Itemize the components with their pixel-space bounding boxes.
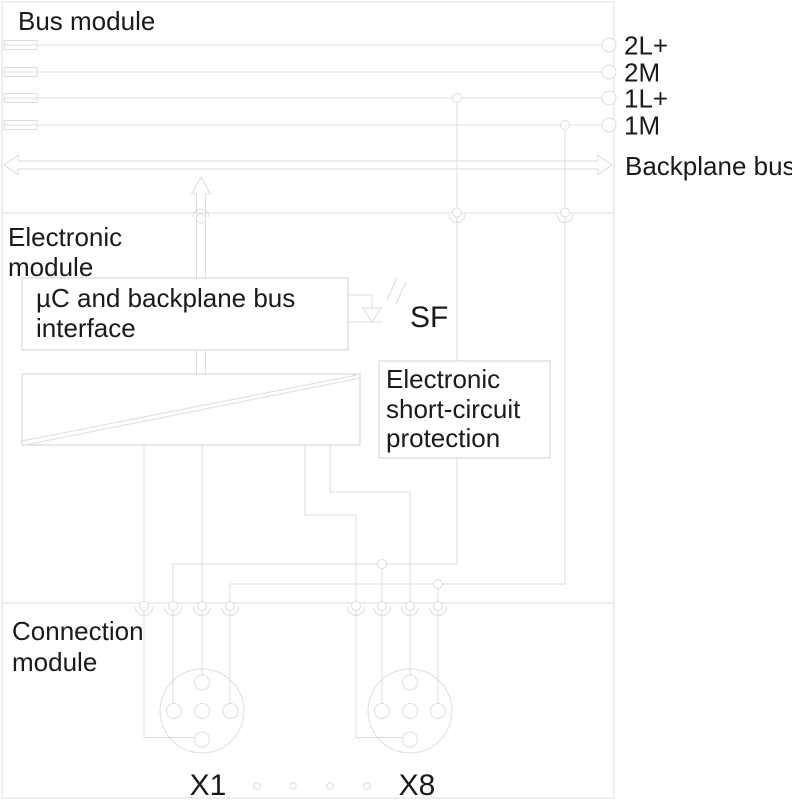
socket-pin (374, 703, 390, 719)
rail-end-terminal-icon (601, 117, 617, 133)
power-converter-box (21, 373, 361, 446)
sf-led-icon (348, 277, 407, 323)
socket-pin (194, 703, 210, 719)
boundary-connector-icon (448, 207, 466, 223)
power-rail-2l-plus: 2L+ (3, 31, 668, 61)
rail-end-terminal-icon (601, 90, 617, 106)
connection-module-label-line2: module (12, 647, 97, 677)
rail-left-terminal-icon (3, 93, 38, 103)
protection-box-label-line1: Electronic (386, 364, 500, 394)
electronic-module-label-line2: module (8, 252, 93, 282)
x1-socket-icon (159, 668, 245, 754)
rail-end-terminal-icon (601, 64, 617, 80)
backplane-interface-arrow-icon (190, 175, 212, 279)
socket-pin (402, 731, 418, 748)
led-rays-icon (386, 277, 407, 305)
rail-label: 2L+ (624, 31, 668, 61)
socket-pin (402, 674, 418, 691)
rail-left-terminal-icon (3, 120, 38, 130)
bus-module-section: Bus module 2L+ 2M 1L+ 1M (3, 6, 792, 181)
rail-left-terminal-icon (3, 67, 38, 77)
x8-socket-icon (367, 668, 453, 754)
socket-pin (166, 703, 182, 719)
socket-pin (222, 703, 239, 719)
connection-module-section: Connection module (12, 601, 453, 800)
junction-dot (433, 579, 443, 589)
socket-pin (402, 703, 418, 719)
wire-converter-out-4 (329, 445, 411, 602)
socket-pin (430, 703, 446, 719)
module-outline (1, 1, 615, 799)
socket-pin (194, 674, 210, 691)
socket-pin (194, 731, 210, 748)
wire-converter-out-3 (304, 445, 357, 602)
x8-label: X8 (399, 769, 436, 800)
connection-module-label-line1: Connection (12, 616, 144, 646)
rail-label: 1M (624, 111, 660, 141)
junction-dot (377, 559, 387, 569)
boundary-connector-icon (556, 207, 574, 223)
boundary-connector-icon (192, 208, 210, 224)
power-rail-1l-plus: 1L+ (3, 84, 668, 114)
terminal-connector-icon (135, 601, 153, 616)
x1-label: X1 (190, 769, 227, 800)
sf-label: SF (410, 301, 448, 334)
uc-box-label-line2: interface (36, 313, 136, 343)
bus-module-label: Bus module (18, 6, 155, 36)
junction-dot (560, 120, 570, 130)
rail-label: 2M (624, 58, 660, 88)
socket-wiring (143, 610, 439, 738)
protection-box-label-line3: protection (386, 423, 500, 453)
rail-label: 1L+ (624, 84, 668, 114)
rail-left-terminal-icon (3, 40, 38, 50)
converter-diagonal-icon (21, 374, 361, 446)
wiring (143, 93, 574, 602)
uc-box-label-line1: µC and backplane bus (36, 283, 295, 313)
wire-1m-feed (229, 125, 566, 602)
ellipsis-dots-icon (253, 782, 371, 790)
power-rail-2m: 2M (3, 58, 660, 88)
short-circuit-protection-box (378, 360, 551, 459)
protection-box-label-line2: short-circuit (386, 394, 521, 424)
terminal-row (135, 601, 447, 616)
uc-backplane-interface-box (21, 277, 349, 351)
electronic-module-label-line1: Electronic (8, 222, 122, 252)
junction-dot (452, 93, 462, 103)
electronic-module-section: Electronic module µC and backplane bus i… (8, 175, 551, 459)
wire-1l-feed (172, 98, 458, 602)
uc-converter-link (196, 350, 206, 374)
power-rail-1m: 1M (3, 111, 660, 141)
rail-end-terminal-icon (601, 37, 617, 53)
backplane-bus-arrow-icon (3, 154, 613, 176)
backplane-bus-label: Backplane bus (625, 151, 792, 181)
